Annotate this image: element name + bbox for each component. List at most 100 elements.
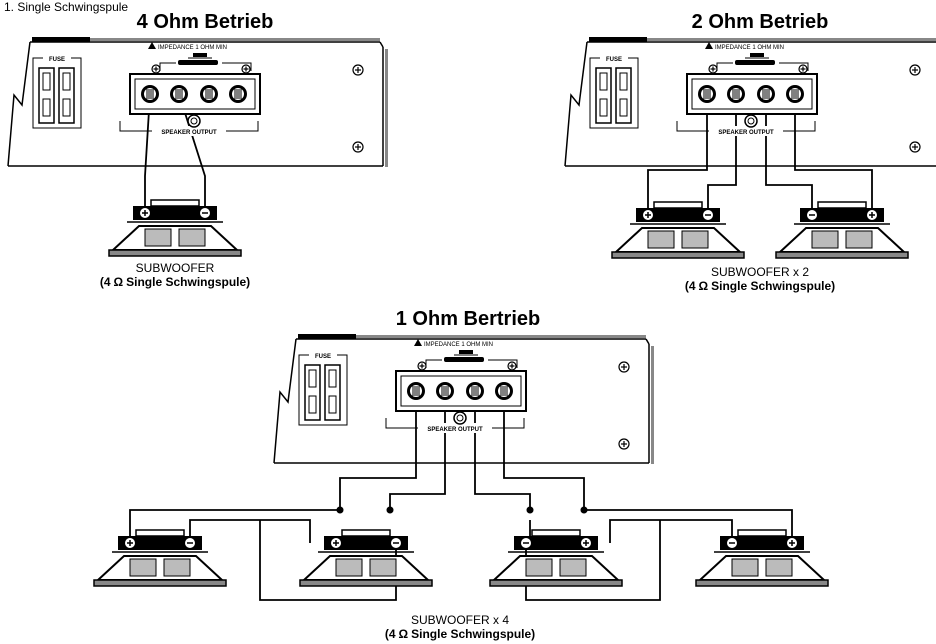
plus-terminal-icon [125, 538, 135, 548]
plus-terminal-icon-2 [507, 361, 517, 371]
fuse-label: FUSE [606, 57, 622, 63]
speaker-output-label: SPEAKER OUTPUT [161, 130, 217, 136]
panel-2-caption: SUBWOOFER x 2 [711, 265, 809, 279]
fuse-1 [304, 364, 321, 421]
plus-terminal-icon [151, 64, 161, 74]
wire-negative-left [389, 391, 446, 510]
wire-negative-b [765, 94, 813, 215]
plus-terminal-icon [787, 538, 797, 548]
subwoofer-3b [299, 529, 433, 587]
terminal-1 [141, 85, 159, 103]
subwoofer-1 [108, 199, 242, 257]
wire-junction [526, 506, 534, 514]
wire-junction [580, 506, 588, 514]
plus-terminal-icon [708, 64, 718, 74]
remote-jack-icon [744, 114, 758, 128]
impedance-warning-label: IMPEDANCE 1 OHM MIN [158, 45, 227, 51]
wire-bridge-left [189, 519, 311, 543]
terminal-4 [786, 85, 804, 103]
impedance-warning: IMPEDANCE 1 OHM MIN [148, 42, 227, 51]
wire-junction [386, 506, 394, 514]
speaker-symbol-icon [178, 53, 218, 65]
wire-bridge-right [609, 519, 733, 543]
speaker-terminal-block [129, 73, 261, 115]
speaker-symbol-icon [735, 53, 775, 65]
mount-screw-icon [352, 141, 364, 153]
fuse-block: FUSE [32, 53, 82, 129]
wire-negative-a [707, 94, 737, 215]
fuse-1 [595, 67, 612, 124]
terminal-2 [170, 85, 188, 103]
fuse-2 [615, 67, 632, 124]
fuse-label: FUSE [49, 57, 65, 63]
terminal-2 [727, 85, 745, 103]
subwoofer-2a [611, 201, 745, 259]
speaker-output-label: SPEAKER OUTPUT [718, 130, 774, 136]
terminal-3 [200, 85, 218, 103]
intro-text: 1. Single Schwingspule [4, 0, 128, 14]
impedance-warning-label: IMPEDANCE 1 OHM MIN [424, 342, 493, 348]
impedance-warning: IMPEDANCE 1 OHM MIN [705, 42, 784, 51]
plus-terminal-icon [867, 210, 877, 220]
speaker-symbol-icon [444, 350, 484, 362]
wire-positive-right [503, 391, 585, 510]
plus-terminal-icon-2 [798, 64, 808, 74]
panel-2-title: 2 Ohm Betrieb [692, 11, 829, 33]
minus-terminal-icon [200, 208, 210, 218]
panel-1-title: 4 Ohm Betrieb [137, 11, 274, 33]
subwoofer-3d [695, 529, 829, 587]
terminal-3 [466, 382, 484, 400]
subwoofer-3a [93, 529, 227, 587]
impedance-warning: IMPEDANCE 1 OHM MIN [414, 339, 493, 348]
wire-junction [336, 506, 344, 514]
mount-screw-icon [909, 64, 921, 76]
impedance-warning-label: IMPEDANCE 1 OHM MIN [715, 45, 784, 51]
wire-positive [144, 93, 151, 213]
minus-terminal-icon [521, 538, 531, 548]
amplifier-panel-3: FUSE IMPEDANCE 1 OHM MIN SPEAKER OUTPUT [273, 334, 654, 464]
subwoofer-layer [93, 199, 909, 587]
plus-terminal-icon-2 [241, 64, 251, 74]
plus-terminal-icon [581, 538, 591, 548]
plus-terminal-icon [140, 208, 150, 218]
panel-1-caption: SUBWOOFER [136, 261, 215, 275]
amplifier-panel-1: FUSE IMPEDANCE 1 OHM MIN SPEAKER OUTPUT [7, 37, 388, 167]
wire-positive-left [339, 391, 417, 510]
mount-screw-icon [909, 141, 921, 153]
fuse-2 [58, 67, 75, 124]
terminal-1 [698, 85, 716, 103]
wire-positive-a [647, 94, 708, 215]
fuse-block: FUSE [589, 53, 639, 129]
speaker-terminal-block [395, 370, 527, 412]
remote-jack-icon [187, 114, 201, 128]
fuse-block: FUSE [298, 350, 348, 426]
minus-terminal-icon [391, 538, 401, 548]
minus-terminal-icon [703, 210, 713, 220]
terminal-2 [436, 382, 454, 400]
wire-layer [129, 93, 873, 601]
minus-terminal-icon [807, 210, 817, 220]
terminal-3 [757, 85, 775, 103]
wire-negative-right [474, 391, 531, 510]
plus-terminal-icon [643, 210, 653, 220]
fuse-1 [38, 67, 55, 124]
panel-3-title: 1 Ohm Bertrieb [396, 308, 540, 330]
amplifier-panel-2: FUSE IMPEDANCE 1 OHM MIN SPEAKER OUTPUT [564, 37, 936, 167]
wire-positive-right-b [584, 509, 793, 543]
plus-terminal-icon [417, 361, 427, 371]
minus-terminal-icon [185, 538, 195, 548]
wire-positive-b [794, 94, 873, 215]
speaker-output-label: SPEAKER OUTPUT [427, 427, 483, 433]
panel-3-caption: SUBWOOFER x 4 [411, 613, 509, 627]
text-layer: 1. Single Schwingspule 4 Ohm Betrieb 2 O… [4, 0, 835, 641]
wire-positive-left-a [129, 509, 340, 543]
subwoofer-3c [489, 529, 623, 587]
speaker-terminal-block [686, 73, 818, 115]
mount-screw-icon [618, 361, 630, 373]
mount-screw-icon [352, 64, 364, 76]
remote-jack-icon [453, 411, 467, 425]
